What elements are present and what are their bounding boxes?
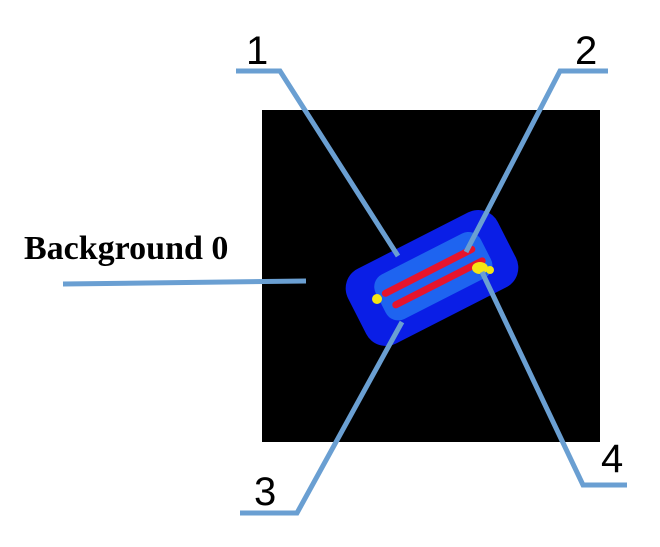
segmented-object bbox=[345, 210, 519, 346]
label-region-1: 1 bbox=[246, 29, 268, 73]
red-band-upper bbox=[381, 245, 476, 297]
leader-line-4 bbox=[479, 270, 627, 488]
leader-line-1 bbox=[236, 68, 401, 258]
label-region-4: 4 bbox=[601, 437, 623, 481]
yellow-spot-left bbox=[372, 294, 382, 304]
label-region-2: 2 bbox=[575, 29, 597, 73]
label-background: Background 0 bbox=[24, 230, 228, 267]
red-band-lower bbox=[392, 257, 486, 309]
leader-line-2 bbox=[463, 68, 608, 254]
yellow-spot-right bbox=[472, 262, 488, 274]
yellow-spot-right-small bbox=[486, 266, 494, 274]
label-region-3: 3 bbox=[254, 470, 276, 514]
leader-line-background bbox=[62, 278, 307, 287]
leader-line-3 bbox=[240, 320, 405, 516]
